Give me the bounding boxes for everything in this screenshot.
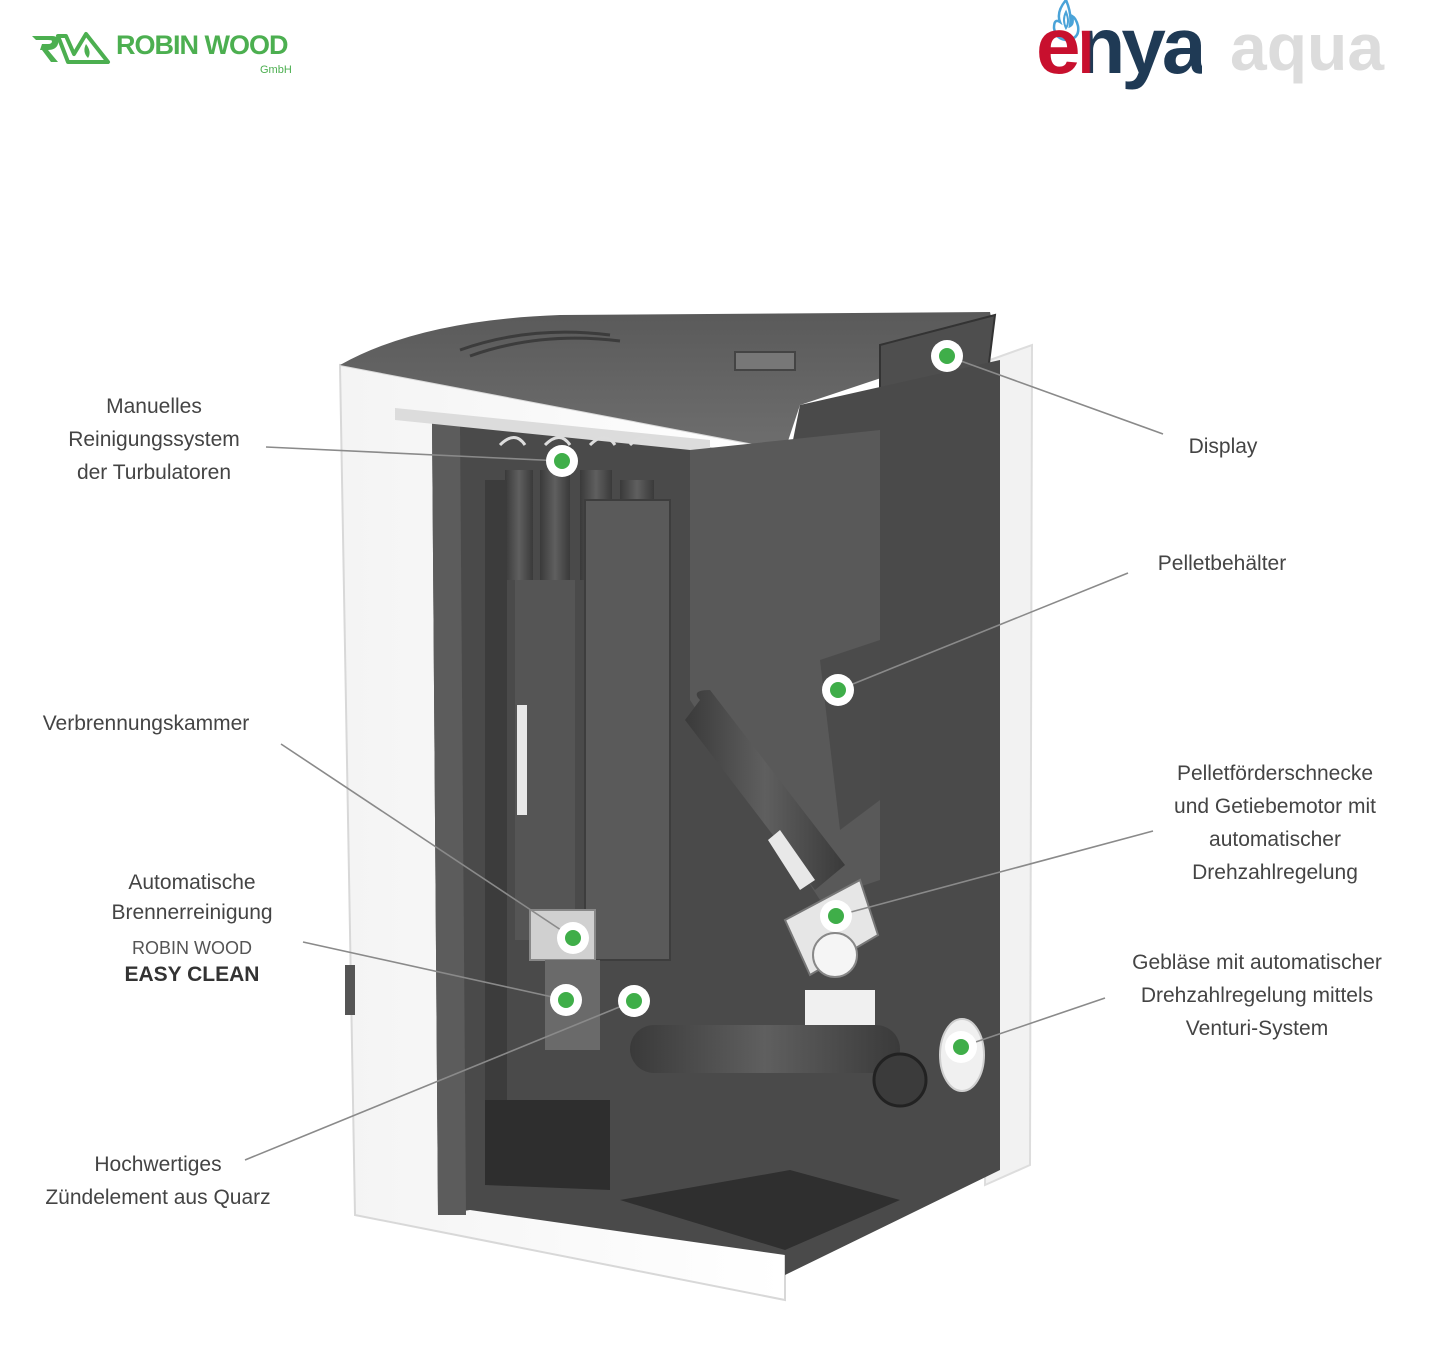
leader-turbulator: [265, 446, 563, 462]
callout-turbulator-line-1: Manuelles: [106, 395, 202, 418]
callout-turbulator-line-2: Reinigungssystem: [68, 428, 240, 451]
callout-fan-line-3: Venturi-System: [1185, 1017, 1329, 1040]
callout-igniter-line-1: Hochwertiges: [94, 1153, 222, 1176]
brand-name: ROBIN WOOD: [116, 30, 288, 60]
hotspot-pellet-tank[interactable]: [822, 674, 854, 706]
brand-logo: ROBIN WOOD GmbH: [28, 26, 328, 86]
hotspot-fan[interactable]: [945, 1031, 977, 1063]
hotspot-display[interactable]: [931, 340, 963, 372]
product-name: enya: [1036, 6, 1206, 86]
leader-burner-clean: [302, 941, 567, 1001]
callout-pellet-tank: Pelletbehälter: [1142, 547, 1302, 580]
callout-pellet-tank-line-1: Pelletbehälter: [1157, 552, 1287, 575]
top-vent-slots: [459, 330, 621, 358]
base-plate: [620, 1170, 900, 1250]
callout-combustion-line-1: Verbrennungskammer: [42, 712, 250, 735]
combustion-chamber-window: [517, 705, 527, 815]
gear-motor-cap: [812, 932, 858, 978]
igniter-pipe-end: [872, 1052, 928, 1108]
leader-fan: [960, 997, 1106, 1048]
auger-tube: [685, 690, 845, 890]
callout-burner-clean-line-1: Automatische: [128, 871, 256, 894]
hotspot-markers: [546, 340, 977, 1063]
callout-igniter-line-2: Zündelement aus Quarz: [45, 1186, 271, 1209]
callout-auger-line-2: und Getiebemotor mit: [1174, 795, 1376, 818]
flame-icon: [1052, 0, 1080, 42]
exchanger-column: [584, 499, 671, 961]
callout-display-line-1: Display: [1188, 435, 1258, 458]
product-variant: aqua: [1230, 10, 1385, 84]
hotspot-turbulator[interactable]: [546, 445, 578, 477]
leader-display: [946, 355, 1164, 435]
auger-shaft-highlight: [768, 830, 815, 890]
callout-burner-clean-line-2: Brennerreinigung: [111, 901, 273, 924]
pellet-tank: [690, 430, 880, 900]
top-ledge: [395, 408, 710, 452]
leader-lines: [244, 355, 1164, 1161]
stove-body: [338, 312, 1034, 1302]
hotspot-igniter[interactable]: [618, 985, 650, 1017]
callout-combustion: Verbrennungskammer: [26, 707, 266, 740]
callout-fan-line-1: Gebläse mit automatischer: [1132, 951, 1382, 974]
brand-suffix: GmbH: [260, 64, 292, 76]
callout-fan: Gebläse mit automatischer Drehzahlregelu…: [1112, 946, 1402, 1045]
hotspot-burner-clean[interactable]: [550, 984, 582, 1016]
product-name-text: enya: [1036, 1, 1206, 90]
igniter-pipe: [630, 1025, 900, 1073]
callout-turbulator: Manuelles Reinigungssystem der Turbulato…: [54, 390, 254, 489]
combustion-chamber-wall: [485, 480, 507, 1100]
callout-turbulator-line-3: der Turbulatoren: [76, 461, 232, 484]
leader-combustion: [280, 743, 574, 939]
side-handle: [345, 965, 355, 1015]
callout-display: Display: [1173, 430, 1273, 463]
leader-pellet-tank: [837, 572, 1129, 691]
callout-burner-clean: Automatische Brennerreinigung ROBIN WOOD…: [92, 868, 292, 990]
callout-auger-line-4: Drehzahlregelung: [1192, 861, 1358, 884]
callout-igniter: Hochwertiges Zündelement aus Quarz: [28, 1148, 288, 1214]
callout-auger: Pelletförderschnecke und Getiebemotor mi…: [1150, 757, 1400, 889]
white-frame-plate: [805, 990, 875, 1025]
hotspot-auger[interactable]: [820, 900, 852, 932]
leader-auger: [835, 830, 1154, 917]
ash-drawer: [485, 1100, 610, 1190]
leader-igniter: [244, 1000, 635, 1161]
callout-burner-clean-brand: ROBIN WOOD: [132, 938, 252, 958]
hotspot-combustion[interactable]: [557, 922, 589, 954]
callout-burner-clean-product: EASY CLEAN: [124, 963, 260, 986]
callout-fan-line-2: Drehzahlregelung mittels: [1140, 984, 1374, 1007]
header: ROBIN WOOD GmbH enya aqua: [0, 0, 1449, 120]
top-vent-panel: [734, 351, 796, 371]
robin-wood-logo-mark-icon: [32, 32, 110, 64]
callout-auger-line-1: Pelletförderschnecke: [1176, 762, 1374, 785]
product-logo: enya aqua: [1030, 0, 1410, 100]
callout-auger-line-3: automatischer: [1209, 828, 1341, 851]
left-frame: [432, 422, 466, 1215]
